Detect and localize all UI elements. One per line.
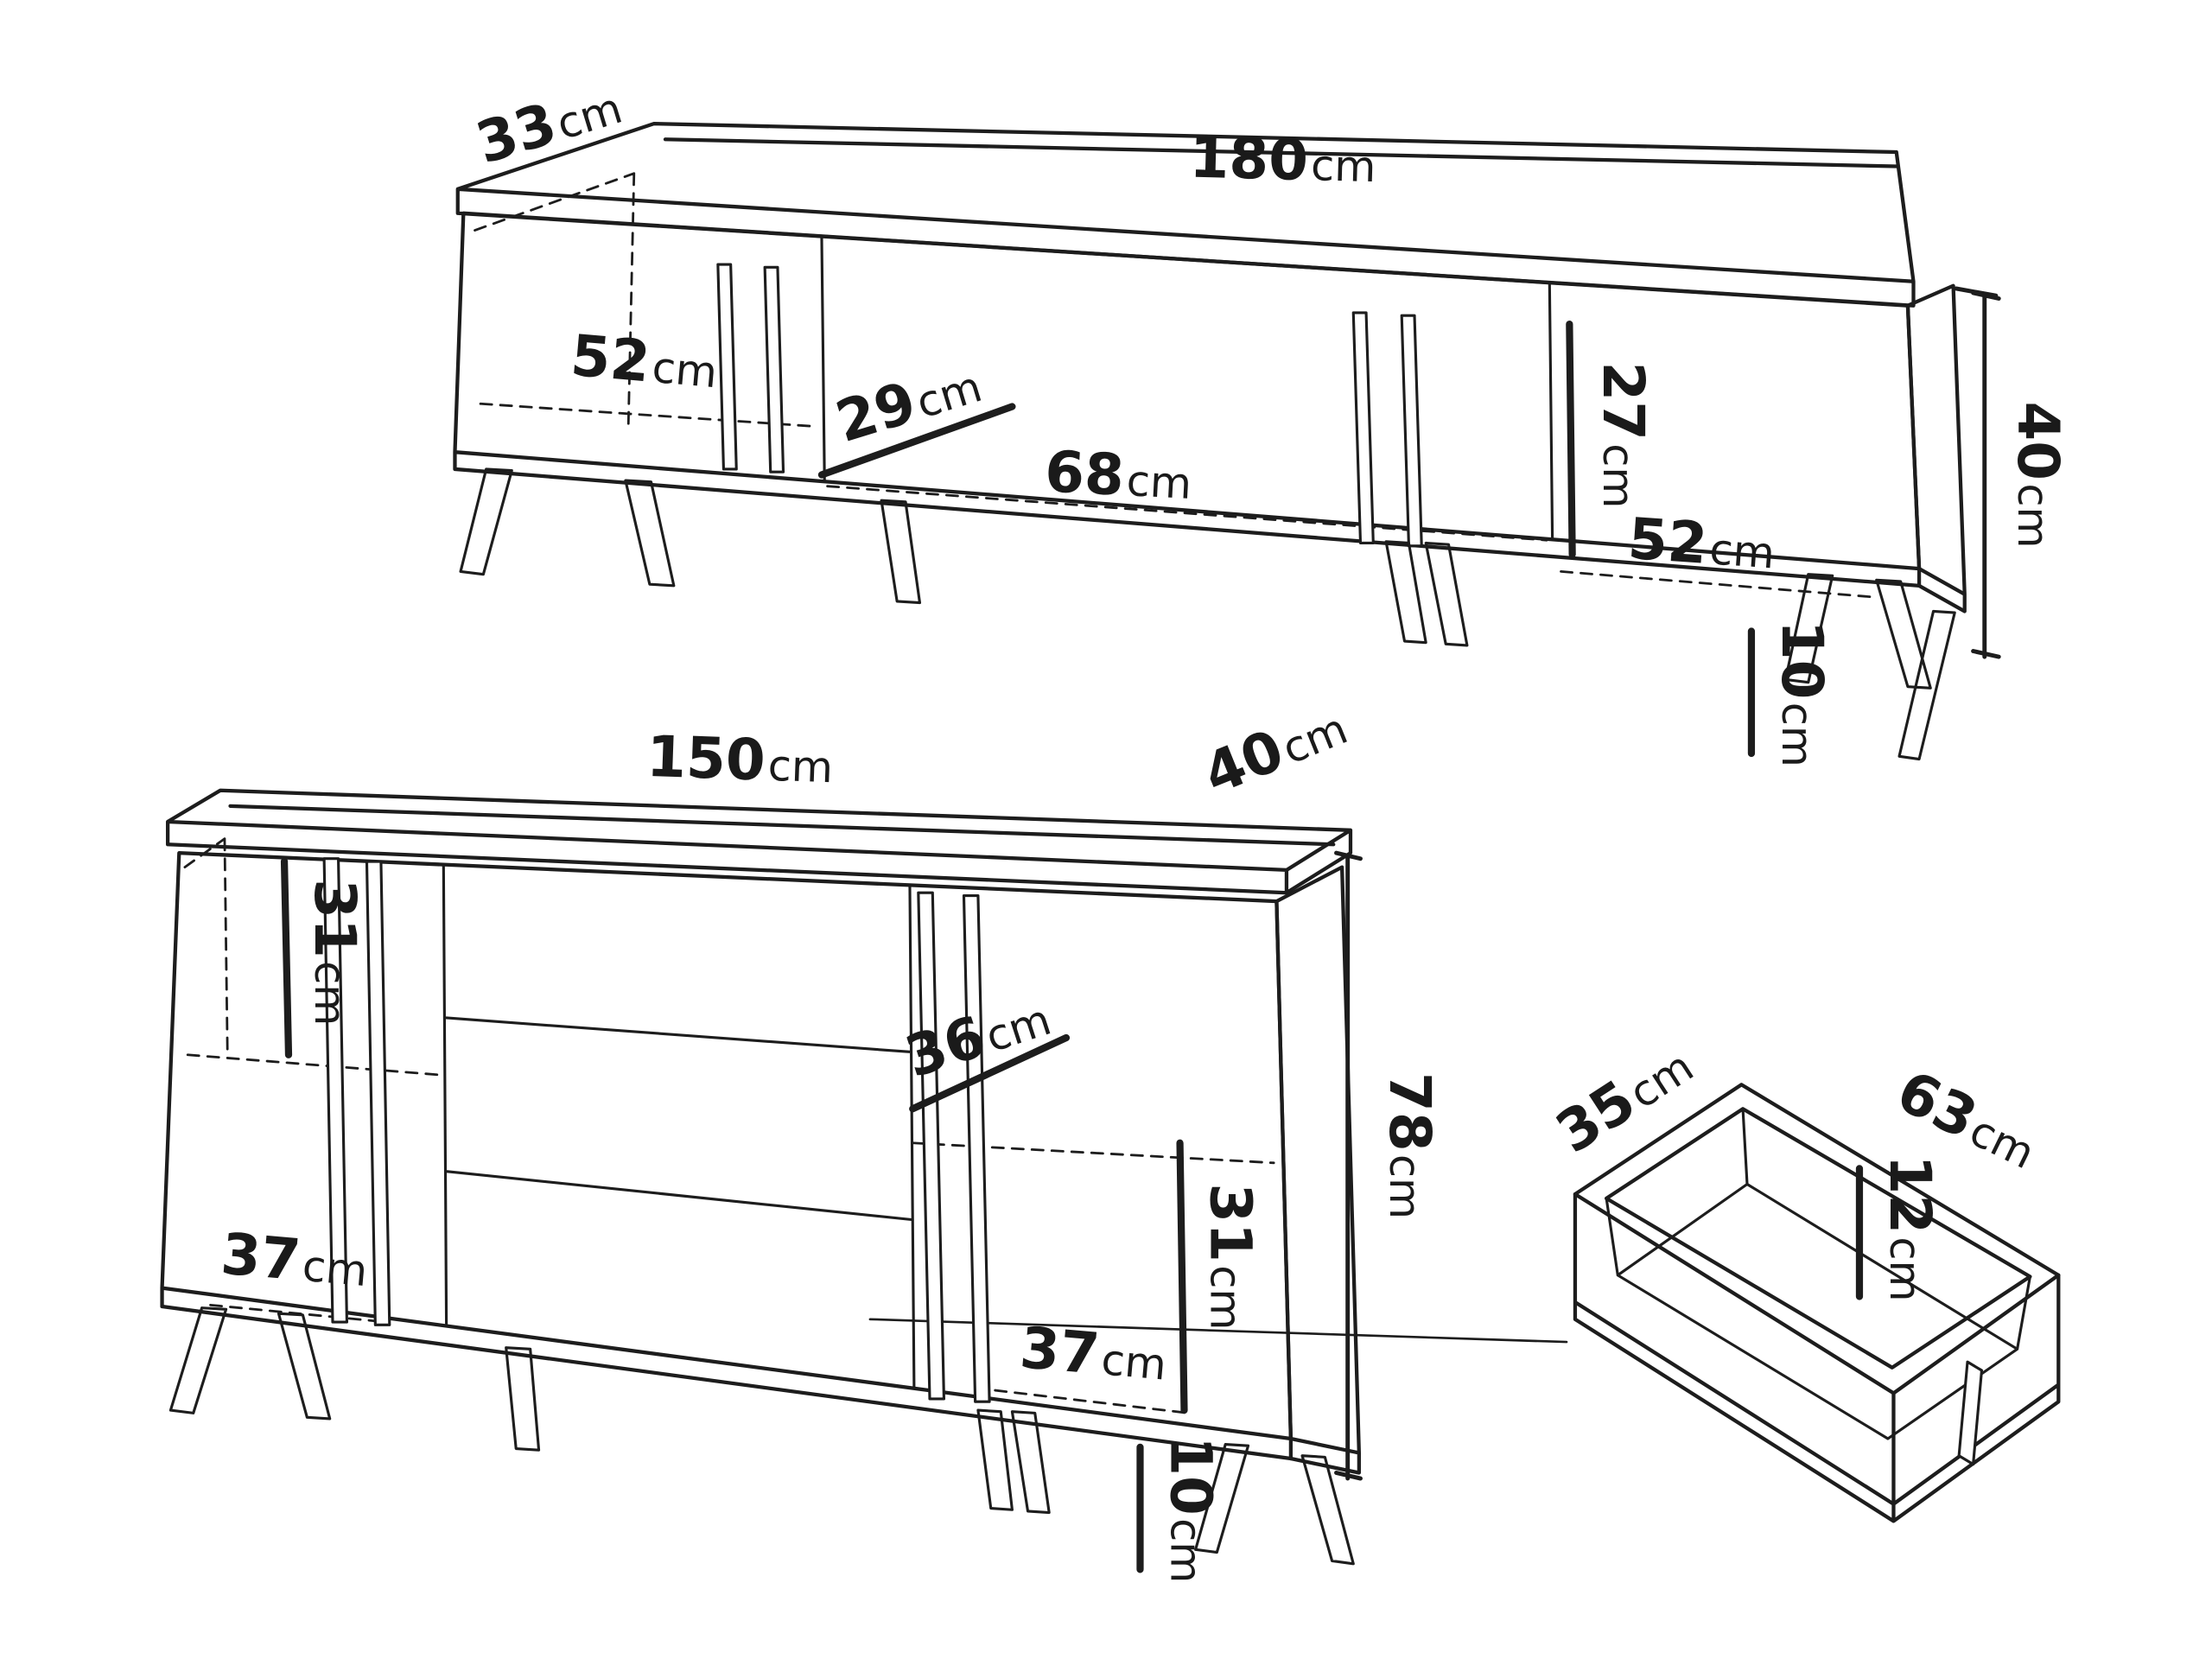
dim-sideboard-leg-height: 10cm — [1158, 1436, 1224, 1583]
tv-stand-side-panel — [1905, 283, 1967, 613]
sideboard-side-panel — [1274, 865, 1361, 1475]
dim-sideboard-right-door-width: 37cm — [1017, 1314, 1169, 1394]
sideboard-legs — [168, 1306, 1355, 1566]
tv-stand-legs — [459, 467, 1956, 761]
sideboard-drawer-fronts — [442, 862, 916, 1389]
drawer-interior — [1605, 1107, 2031, 1440]
tv-stand-door-dividers — [820, 234, 1554, 541]
sideboard-handle-slats — [322, 857, 991, 1403]
sideboard-drawing: 150cm 40cm 31cm 36cm 78cm 37cm 31cm 37cm… — [160, 703, 1568, 1583]
drawer-handle-slat — [1957, 1360, 1984, 1466]
tv-stand-drawing: 33cm 180cm 52cm 29cm 68cm 27cm 52cm 40cm… — [453, 83, 2071, 767]
dim-tv-stand-leg-height: 10cm — [1769, 620, 1835, 767]
sideboard-top-board — [166, 788, 1353, 895]
dim-tv-stand-open-height: 27cm — [1590, 361, 1656, 508]
dim-tv-stand-width: 180cm — [1189, 124, 1377, 195]
dim-tv-stand-left-door-width: 52cm — [569, 322, 721, 402]
dim-tv-stand-right-door-width: 52cm — [1626, 505, 1777, 582]
tv-stand-height-dim-line — [1954, 286, 2001, 659]
dim-sideboard-width: 150cm — [645, 723, 834, 796]
dim-sideboard-left-shelf-height: 31cm — [302, 879, 368, 1026]
dim-drawer-height: 12cm — [1877, 1154, 1943, 1301]
sideboard-dim-pointer-lines — [280, 857, 1188, 1573]
dim-sideboard-left-door-width: 37cm — [219, 1221, 371, 1300]
dim-sideboard-height: 78cm — [1376, 1072, 1443, 1219]
tv-stand-handle-slats — [716, 263, 1423, 548]
tv-stand-dim-pointer-lines — [817, 321, 1756, 758]
dim-sideboard-right-shelf-height: 31cm — [1198, 1183, 1264, 1330]
tv-stand-hidden-edges — [474, 172, 1875, 599]
dim-tv-stand-height: 40cm — [2005, 401, 2071, 548]
drawer-walls — [1573, 1192, 2061, 1523]
dim-tv-stand-open-width: 68cm — [1043, 438, 1193, 512]
sideboard-height-dim-line — [1334, 850, 1363, 1481]
